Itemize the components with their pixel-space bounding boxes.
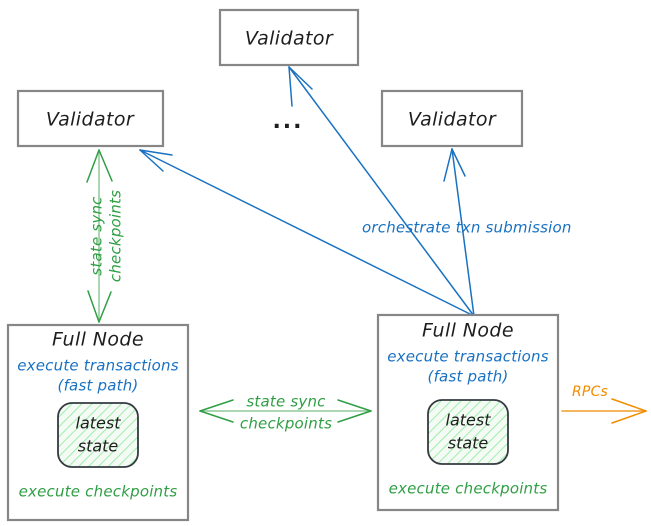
edge-state-sync-horizontal: state sync checkpoints <box>199 393 372 433</box>
full-node-left-blue-line-2: (fast path) <box>58 377 139 395</box>
node-validator-right-label: Validator <box>408 109 497 131</box>
node-validator-right[interactable]: Validator <box>380 89 524 148</box>
edge-rpcs: RPCs <box>561 384 647 424</box>
edge-label-state-sync-vertical-1: state sync <box>88 196 106 276</box>
edge-label-state-sync-horizontal-1: state sync <box>246 393 326 411</box>
full-node-left-state-line-2: state <box>78 437 119 456</box>
full-node-right-state-line-2: state <box>448 434 489 453</box>
node-validator-left-label: Validator <box>46 109 135 131</box>
full-node-right-blue-line-1: execute transactions <box>387 348 549 366</box>
full-node-right-title: Full Node <box>422 320 514 342</box>
full-node-left-blue-line-1: execute transactions <box>17 357 179 375</box>
node-validator-left[interactable]: Validator <box>16 89 165 148</box>
node-full-node-left[interactable]: Full Node execute transactions (fast pat… <box>6 323 190 522</box>
edge-state-sync-vertical: state sync checkpoints <box>86 149 125 323</box>
edge-orchestrate-to-validator-top <box>288 66 475 317</box>
node-ellipsis: ... <box>272 109 303 134</box>
full-node-right-blue-line-2: (fast path) <box>428 368 509 386</box>
edge-orchestrate-to-validator-left <box>139 149 475 317</box>
node-validator-top-label: Validator <box>245 28 334 50</box>
full-node-right-green-line: execute checkpoints <box>389 480 548 498</box>
full-node-left-latest-state-box: latest state <box>57 402 139 468</box>
edge-orchestrate-to-validator-right <box>443 148 475 317</box>
edge-label-state-sync-horizontal-2: checkpoints <box>240 415 332 433</box>
node-validator-top[interactable]: Validator <box>218 8 360 67</box>
full-node-right-state-line-1: latest <box>446 411 492 430</box>
edge-label-orchestrate: orchestrate txn submission <box>362 219 572 237</box>
edge-label-state-sync-vertical-2: checkpoints <box>107 190 125 282</box>
full-node-left-state-line-1: latest <box>76 414 122 433</box>
node-full-node-right[interactable]: Full Node execute transactions (fast pat… <box>376 313 560 512</box>
edge-label-rpcs: RPCs <box>572 384 608 400</box>
full-node-left-title: Full Node <box>52 329 144 351</box>
full-node-left-green-line: execute checkpoints <box>19 483 178 501</box>
full-node-right-latest-state-box: latest state <box>427 399 509 465</box>
